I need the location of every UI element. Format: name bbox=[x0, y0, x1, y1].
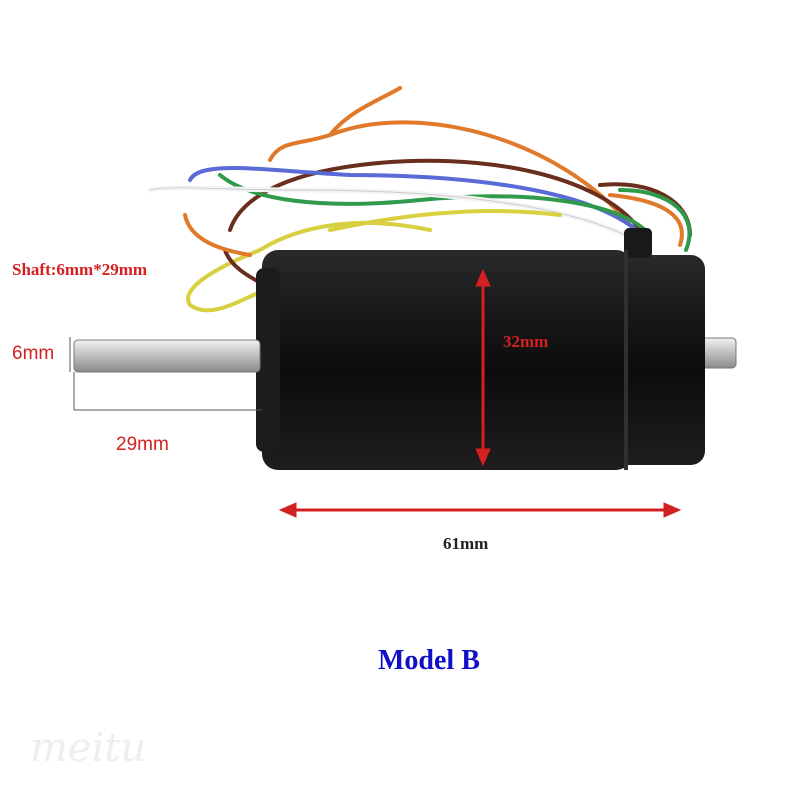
shaft-diameter-label: 6mm bbox=[12, 343, 55, 364]
wire-green bbox=[218, 173, 652, 237]
front-shaft bbox=[73, 339, 261, 373]
length-arrow bbox=[278, 502, 682, 518]
shaft-length-label: 29mm bbox=[116, 434, 169, 455]
watermark-logo: meitu bbox=[30, 725, 147, 771]
diameter-arrow bbox=[475, 268, 491, 467]
shaft-spec-label: Shaft:6mm*29mm bbox=[12, 260, 148, 279]
wire-yellow bbox=[186, 221, 432, 313]
wire-white-outline bbox=[149, 187, 636, 241]
model-label: Model B bbox=[378, 645, 480, 676]
body-length-label: 61mm bbox=[443, 534, 489, 553]
rear-shaft bbox=[699, 337, 737, 369]
body-seam bbox=[624, 250, 628, 470]
wire-green-2 bbox=[618, 188, 692, 252]
shaft-dimension-lines bbox=[69, 337, 262, 411]
wire-orange bbox=[268, 120, 632, 227]
front-flange bbox=[256, 268, 280, 452]
motor-body bbox=[262, 250, 632, 470]
connector-bump bbox=[624, 228, 652, 258]
body-diameter-label: 32mm bbox=[503, 332, 549, 351]
motor-wires bbox=[147, 86, 692, 313]
wire-brown bbox=[228, 158, 642, 232]
wire-orange-2 bbox=[608, 193, 684, 247]
wire-orange-loose bbox=[328, 86, 402, 137]
wire-orange-3 bbox=[183, 213, 252, 257]
wire-yellow-2 bbox=[328, 209, 562, 232]
